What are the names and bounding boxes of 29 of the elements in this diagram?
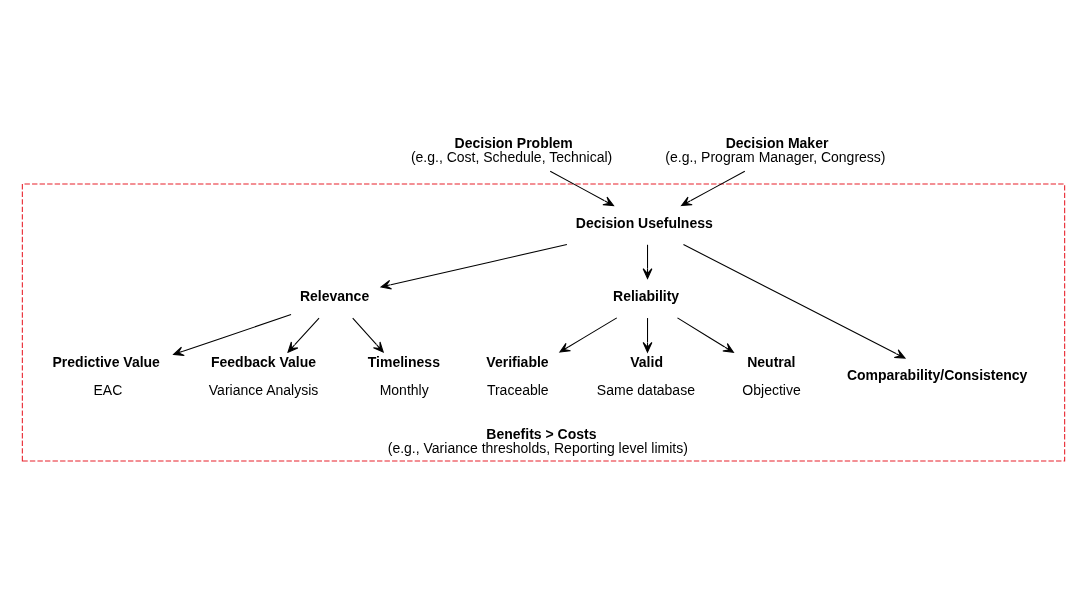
arrow xyxy=(173,314,292,356)
arrow xyxy=(642,317,653,353)
node-text: Comparability/Consistency xyxy=(846,367,1028,384)
node-text: Decision Maker (e.g., Program Manager, Congress) xyxy=(665,134,886,165)
arrow xyxy=(549,170,614,207)
arrow xyxy=(682,244,906,359)
node-text: Neutral xyxy=(747,353,796,370)
node-label: EAC xyxy=(93,381,123,398)
node-label: Monthly xyxy=(379,381,429,398)
node-text: Predictive Value xyxy=(52,353,160,370)
arrow xyxy=(681,170,746,207)
node-label: Same database xyxy=(596,381,695,398)
node-text: Timeliness xyxy=(367,353,440,370)
node-text: Decision Problem (e.g., Cost, Schedule, Technical) xyxy=(410,134,613,165)
arrow xyxy=(380,243,568,290)
node-label: Traceable xyxy=(486,381,549,398)
node-text: Verifiable xyxy=(486,353,549,370)
arrow xyxy=(559,317,618,353)
node-label: Variance Analysis xyxy=(208,381,319,398)
arrow xyxy=(642,244,653,279)
arrow xyxy=(287,317,320,353)
arrow xyxy=(352,317,384,353)
node-text: Reliability xyxy=(613,287,680,304)
node-text: Decision Usefulness xyxy=(575,214,713,231)
node-text: Feedback Value xyxy=(210,353,317,370)
node-text: Valid xyxy=(630,353,663,370)
arrow xyxy=(676,317,734,353)
node-label: Objective xyxy=(742,381,801,398)
node-text: Relevance xyxy=(299,287,370,304)
